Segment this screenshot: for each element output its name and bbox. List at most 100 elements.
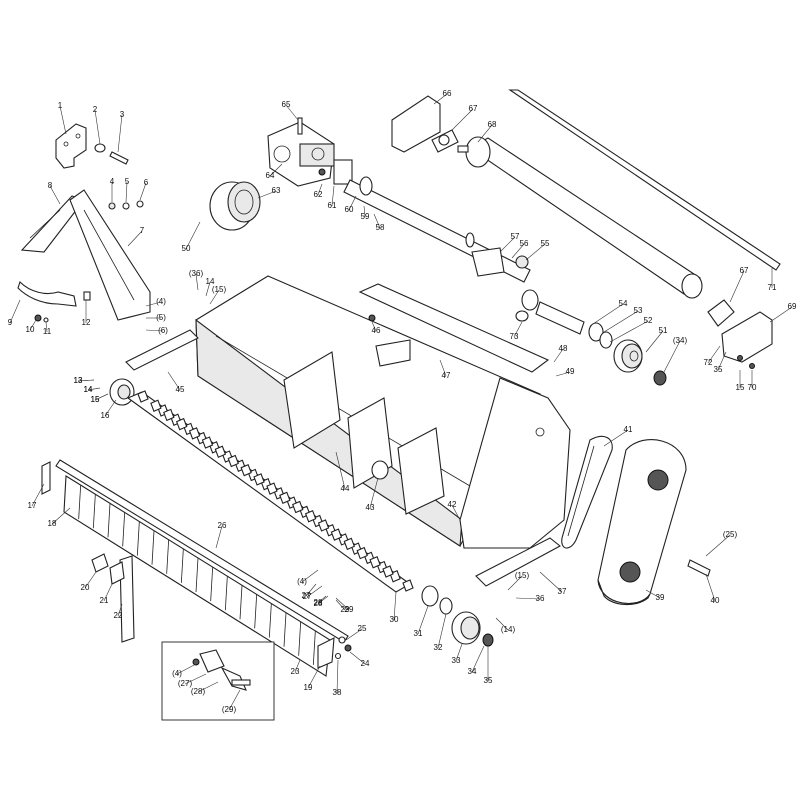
callout-label-c55: 55 [541,239,550,248]
flail-blade [163,408,175,422]
support-arm-part-37 [475,537,561,587]
callout-leader-d4 [176,663,197,675]
callout-leader-c55 [525,243,546,261]
callout-label-c29: 29 [341,605,350,614]
flail-blade [402,579,414,592]
callout-leader-c18 [51,507,71,525]
flap-slit [195,557,199,593]
callout-label-c56: 56 [520,239,529,248]
callout-label-d4: (4) [172,669,182,678]
callout-label-c15c: 15 [91,395,100,404]
callout-leader-c48 [553,348,564,363]
callout-label-c27b: 27 [303,592,312,601]
flap-slit [122,512,126,547]
callout-label-c35: 35 [484,676,493,685]
callout-leader-c13b [77,379,95,382]
callout-label-c64: 64 [266,171,275,180]
callout-label-c25: 25 [358,624,367,633]
callout-label-c33: 33 [452,656,461,665]
callout-label-c19: 19 [304,683,313,692]
callout-leader-c35b [717,351,727,371]
pulley-guard-part-63 [209,181,261,231]
callout-leader-c44 [335,451,346,490]
pin-part-2 [94,143,106,153]
flap-slit [268,603,272,638]
callout-leader-c59 [363,205,366,218]
callout-leader-c26 [215,525,223,549]
flail-blade [253,473,265,486]
callout-label-c58: 58 [376,223,385,232]
callout-label-c68: 68 [488,120,497,129]
callout-leader-c21 [103,583,113,602]
flail-blade [240,463,252,477]
rear-roller-part-68 [457,136,703,299]
bolt-part-65 [297,117,303,135]
flap-slit [136,521,140,556]
callout-leader-c19 [307,665,321,689]
callout-leader-c42 [451,504,461,521]
taper-lock-part-34 [653,370,667,386]
callout-label-c14c: 14 [84,385,93,394]
callout-label-c49: 49 [566,367,575,376]
flail-blade [279,491,291,505]
callout-label-c70: 70 [748,383,757,392]
callout-label-d28: (28) [191,687,206,696]
callout-label-c59: 59 [361,212,370,221]
flap-slit [224,576,228,611]
callout-label-c13b: 13 [74,376,83,385]
callout-leader-c5 [125,181,128,203]
callout-leader-c36 [515,597,541,600]
callout-label-c10: 10 [26,325,35,334]
callout-label-c54: 54 [619,299,628,308]
callout-leader-d27 [184,673,207,685]
callout-label-c27: 27 [302,591,311,600]
drive-pulley-part-51 [613,339,643,373]
callout-label-c25b: (25) [723,530,738,539]
bolt-nut-part-10-11 [34,314,49,323]
hitch-bracket-part-1 [55,123,87,169]
callout-leader-c15c [94,393,109,401]
washers-part-4-5-6 [108,200,144,210]
callout-leader-c69 [769,306,793,323]
drive-belt-part-41 [561,435,613,549]
flail-blade [188,427,201,440]
bearing-part-67 [431,129,459,153]
flail-blade [317,519,330,532]
callout-leader-c67b [729,270,745,303]
top-bracket-part-47 [358,283,550,373]
callout-label-c48: 48 [559,344,568,353]
skid-part-22 [109,555,135,643]
callout-label-c35b: 35 [714,365,723,374]
callout-leader-c65 [285,104,299,121]
callout-label-c18: 18 [48,519,57,528]
callout-leader-c34b [663,340,681,373]
pin-part-12 [83,291,91,301]
callout-leader-c57 [499,236,516,253]
callout-label-c31: 31 [414,629,423,638]
callout-leader-c15b [209,289,220,305]
cross-bar-part-45 [125,329,199,371]
callout-leader-c27b [306,585,323,598]
callout-leader-c4b [145,301,162,307]
flap-slit [283,612,287,647]
flail-blade [227,454,239,468]
flail-blade [214,445,227,458]
callout-leader-c54 [589,303,624,327]
callout-leader-c3 [117,114,123,153]
flap-rod-part-26 [55,459,349,643]
callout-leader-c63 [257,190,277,199]
bolt-part-46 [368,314,376,322]
callout-label-c52: 52 [644,316,653,325]
side-plate-part-42b [459,377,571,549]
callout-leader-c27 [305,583,317,597]
callout-label-c6b: (6) [158,326,168,335]
callout-label-c34b: (34) [673,336,688,345]
callout-label-c34: 34 [468,667,477,676]
callout-label-c73: 73 [510,332,519,341]
callout-leader-c29b [335,597,350,611]
callout-label-d29: (29) [222,705,237,714]
callout-leader-c61 [331,185,335,207]
callout-label-c23: 23 [291,667,300,676]
flap-slit [254,594,258,629]
